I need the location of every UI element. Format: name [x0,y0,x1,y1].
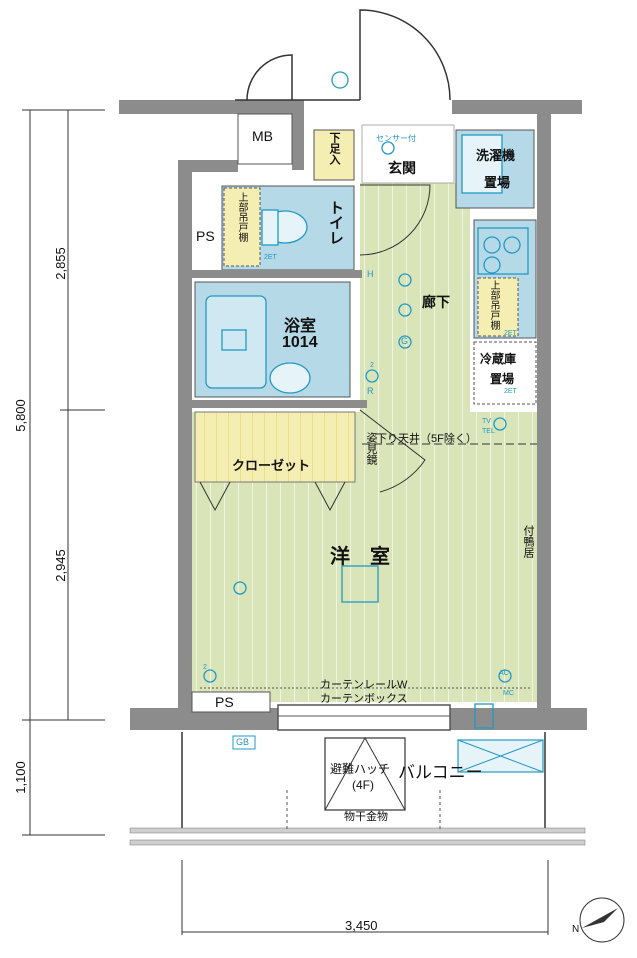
dim-total-depth: 5,800 [12,399,28,432]
circuit-label-a: 2 [370,362,374,369]
compass-icon [579,897,625,943]
dim-balcony-depth: 1,100 [12,761,28,794]
upper-cabinet-2-label: 上部吊戸棚 [488,280,499,330]
curtain-box-note: カーテンボックス [320,693,408,705]
fixtures [203,71,529,729]
shoe-box-label: 下足入 [328,132,340,165]
entrance-label: 玄関 [388,160,416,176]
attached-rail-note: 付鴨居 [522,525,534,558]
closet-floor [194,411,356,483]
ps-bottom-label: PS [215,694,234,710]
washer-label-2: 置場 [484,175,511,190]
toilet-label: トイレ [327,200,344,245]
ac-label: AC [499,670,509,677]
fridge-label-2: 置場 [490,372,515,386]
western-room-label: 洋 室 [330,546,390,568]
fridge-label: 冷蔵庫 [480,352,517,366]
bathroom-label: 浴室 [284,318,317,335]
washer-label: 洗濯機 [476,148,516,163]
dimension-lines [22,109,549,935]
dim-lower-depth: 2,945 [52,549,68,582]
upper-cabinet-1-label: 上部吊戸棚 [236,192,247,242]
fridge-floor [473,341,537,405]
drying-rack-label: 物干金物 [344,811,388,823]
g-label: G [401,336,409,346]
tv-label: TV [482,418,491,425]
shoe-box [313,129,355,181]
evac-floor-label: (4F) [352,778,374,792]
mb-label: MB [252,128,273,144]
et-label-1: 2ET [264,254,277,261]
et-label-2: 2ET [504,330,517,337]
hallway-floor [360,183,470,413]
hallway-label: 廊下 [422,294,450,310]
ps-bottom-box [191,691,271,713]
walls [105,100,587,730]
compass-north-label: N [572,924,580,935]
upper-cabinet-2 [477,277,519,337]
entrance-door [235,9,451,101]
evac-hatch-label: 避難ハッチ [330,762,391,776]
dim-upper-depth: 2,855 [52,247,68,280]
et-label-3: 2ET [504,388,517,395]
gb-label: GB [236,737,250,747]
balcony [129,732,586,846]
balcony-label: バルコニー [398,763,483,782]
bathroom-size-label: 1014 [282,334,318,351]
sensor-label: センサー付 [376,134,416,143]
circuit-label-b: 2 [203,664,207,671]
window-sash [277,704,451,731]
curtain-rail-note: カーテンレールW [320,679,408,691]
mc-label: MC [503,690,514,697]
lowered-ceiling-note: 下り天井（5F除く） [376,433,477,445]
h-label: H [367,269,374,279]
mb-box [237,113,293,165]
tel-label: TEL [482,428,495,435]
ps-top-label: PS [196,228,215,244]
closet-doors [199,481,346,512]
mirror-note: 姿見鏡 [365,432,377,465]
entrance-floor [361,124,455,184]
interior-doors [359,184,431,493]
r-label: R [367,386,374,396]
closet-label: クローゼット [232,458,311,473]
dim-width: 3,450 [345,918,378,933]
upper-cabinet-1 [223,187,261,267]
